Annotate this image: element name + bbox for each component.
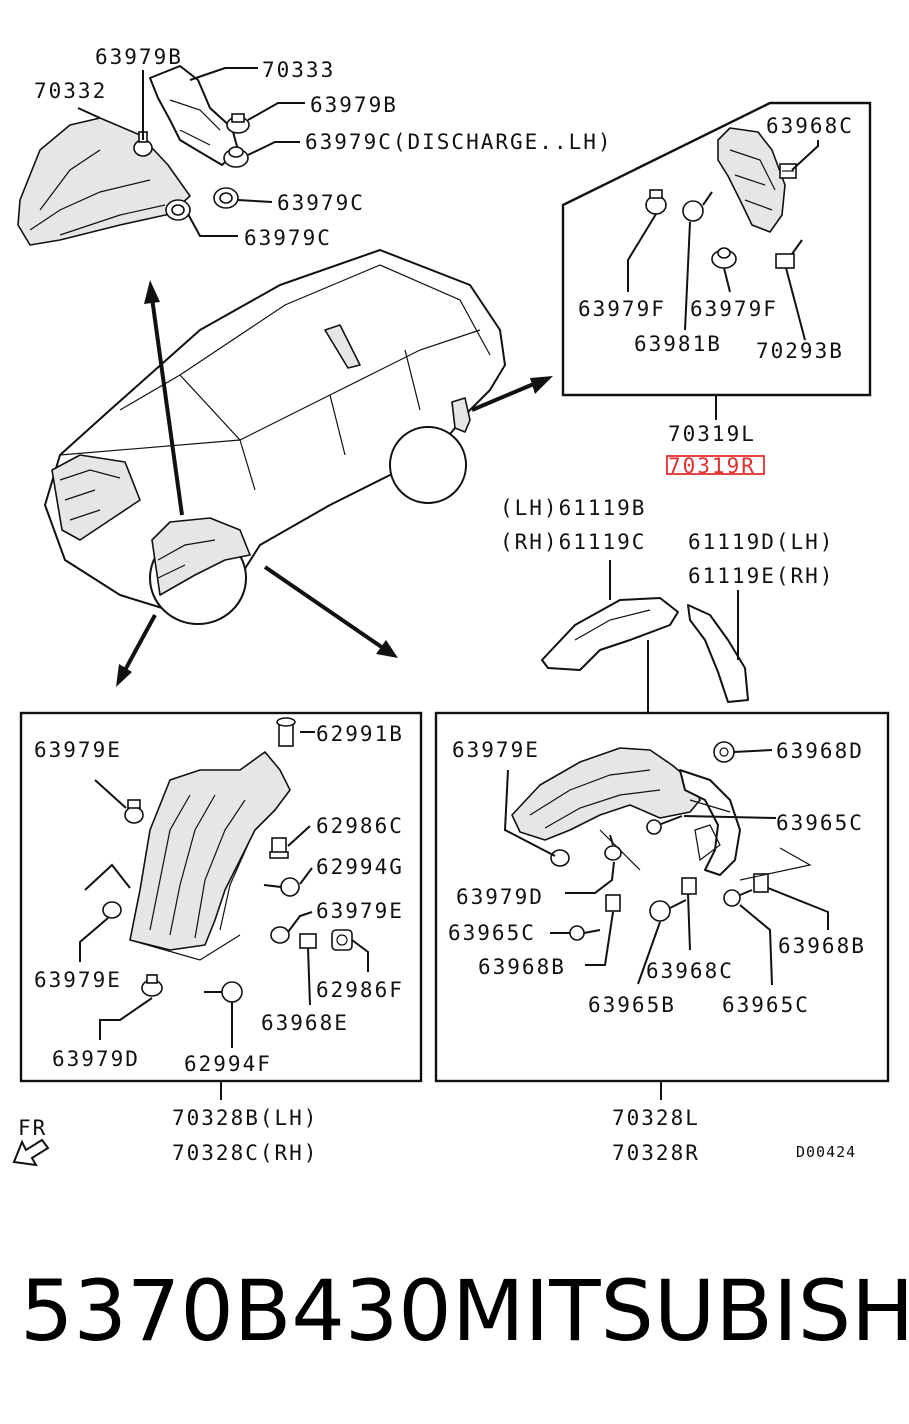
clip-62986C — [269, 837, 289, 859]
liner-piece-61119B — [541, 597, 679, 671]
clip-63979F-left — [645, 189, 667, 215]
label-70332: 70332 — [34, 79, 107, 103]
screw-62994F — [204, 981, 243, 1003]
brand-name: MITSUBISHI — [452, 1262, 909, 1360]
label-63968C-top: 63968C — [766, 114, 854, 138]
clip-63979C-b — [165, 199, 191, 221]
label-63968B-b: 63968B — [778, 934, 866, 958]
clip-63979C-discharge — [223, 146, 249, 168]
rear-liner-pieces-61119: (LH)61119B (RH)61119C 61119D(LH) 61119E(… — [500, 496, 834, 712]
label-61119E: 61119E(RH) — [688, 564, 834, 588]
label-61119C: (RH)61119C — [500, 530, 646, 554]
splash-shield-70332 — [17, 117, 191, 246]
screw-63981B — [682, 191, 713, 222]
screw-63965C-right — [723, 889, 753, 907]
label-63968C-bottom: 63968C — [646, 959, 734, 983]
bracket-70333 — [149, 65, 239, 166]
front-arrow-icon — [12, 1138, 50, 1167]
label-63965C-c: 63965C — [722, 993, 810, 1017]
clip-63979F-right — [711, 247, 737, 269]
clip-63979D-right — [604, 834, 622, 861]
clip-63979B-lower — [226, 113, 250, 134]
label-63981B: 63981B — [634, 332, 722, 356]
label-63979C-a: 63979C — [277, 191, 365, 215]
label-63979E-1: 63979E — [34, 738, 122, 762]
screw-62994G — [263, 877, 300, 897]
clip-63968C-top — [779, 163, 797, 179]
nut-62986F — [331, 929, 353, 951]
label-61119D: 61119D(LH) — [688, 530, 834, 554]
label-63965C-b: 63965C — [448, 921, 536, 945]
label-70328C: 70328C(RH) — [172, 1141, 318, 1165]
diagram-code: D00424 — [796, 1143, 856, 1161]
clip-63968C-bottom — [681, 877, 697, 895]
label-63968B-a: 63968B — [478, 955, 566, 979]
label-63979B-top: 63979B — [95, 45, 183, 69]
label-62994G: 62994G — [316, 855, 404, 879]
mid-liner-on-vehicle — [151, 517, 251, 596]
clip-63979E-lower — [102, 901, 122, 919]
clip-63979C-a — [213, 187, 239, 209]
label-63965B: 63965B — [588, 993, 676, 1017]
clip-63979E-upper — [124, 799, 144, 824]
label-70328R: 70328R — [612, 1141, 700, 1165]
front-liner-part — [129, 751, 291, 951]
label-63979E-2: 63979E — [316, 899, 404, 923]
label-62986C: 62986C — [316, 814, 404, 838]
clip-63979D — [141, 974, 163, 997]
bolt-63965B — [649, 899, 687, 922]
clip-63979E-right — [270, 926, 290, 944]
part-number: 5370B430 — [20, 1262, 452, 1360]
label-63979D-right: 63979D — [456, 885, 544, 909]
label-63979D-left: 63979D — [52, 1047, 140, 1071]
box-rear-liner-70328L: 63979E 63968D 63965C 63979D 63965C 63968… — [434, 711, 890, 1165]
rear-liner-part — [511, 747, 701, 841]
label-70319R: 70319R — [668, 454, 756, 478]
vehicle-outline — [44, 249, 506, 625]
label-62994F: 62994F — [184, 1052, 272, 1076]
label-63979C-b: 63979C — [244, 226, 332, 250]
label-70293B: 70293B — [756, 339, 844, 363]
screw-63965C-upper — [646, 815, 683, 835]
label-62986F: 62986F — [316, 978, 404, 1002]
label-63965C-a: 63965C — [776, 811, 864, 835]
box-bracket-70319: 63968C 63979F 63979F 63981B 70293B 70319… — [561, 101, 872, 478]
screw-63965C-left — [569, 925, 601, 941]
label-63979F-b: 63979F — [690, 297, 778, 321]
bolt-70293B — [775, 239, 803, 269]
label-63968D: 63968D — [776, 739, 864, 763]
label-61119B: (LH)61119B — [500, 496, 646, 520]
label-63979F-a: 63979F — [578, 297, 666, 321]
label-70328L: 70328L — [612, 1106, 700, 1130]
front-indicator: FR — [12, 1116, 50, 1167]
label-63968E: 63968E — [261, 1011, 349, 1035]
label-62991B: 62991B — [316, 722, 404, 746]
clip-63968E — [299, 933, 317, 949]
clip-63968B-right — [753, 873, 769, 893]
label-63979C-discharge: 63979C(DISCHARGE..LH) — [305, 130, 613, 154]
highlight-70319R — [666, 455, 765, 475]
clip-62991B — [276, 717, 296, 747]
top-left-splash-shield-group: 63979B 70333 70332 63979B 63979C(DISCHAR… — [17, 45, 613, 250]
label-63979E-right: 63979E — [452, 738, 540, 762]
label-70328B: 70328B(LH) — [172, 1106, 318, 1130]
clip-63979E-right — [550, 849, 570, 867]
pointer-arrows — [116, 280, 553, 687]
clip-63968B-left — [605, 894, 621, 912]
liner-piece-61119D — [687, 604, 749, 703]
rear-bracket-on-vehicle — [451, 397, 471, 433]
label-63979B-mid: 63979B — [310, 93, 398, 117]
nut-63968D — [713, 741, 735, 763]
label-70333: 70333 — [262, 58, 335, 82]
label-fr: FR — [18, 1116, 47, 1140]
label-70319L: 70319L — [668, 422, 756, 446]
rear-liner-outer-part — [679, 769, 741, 876]
side-trim-on-vehicle — [324, 324, 361, 369]
box-front-liner-70328B: 62991B 63979E 62986C 62994G 63979E 63979… — [19, 711, 423, 1165]
label-63979E-3: 63979E — [34, 968, 122, 992]
